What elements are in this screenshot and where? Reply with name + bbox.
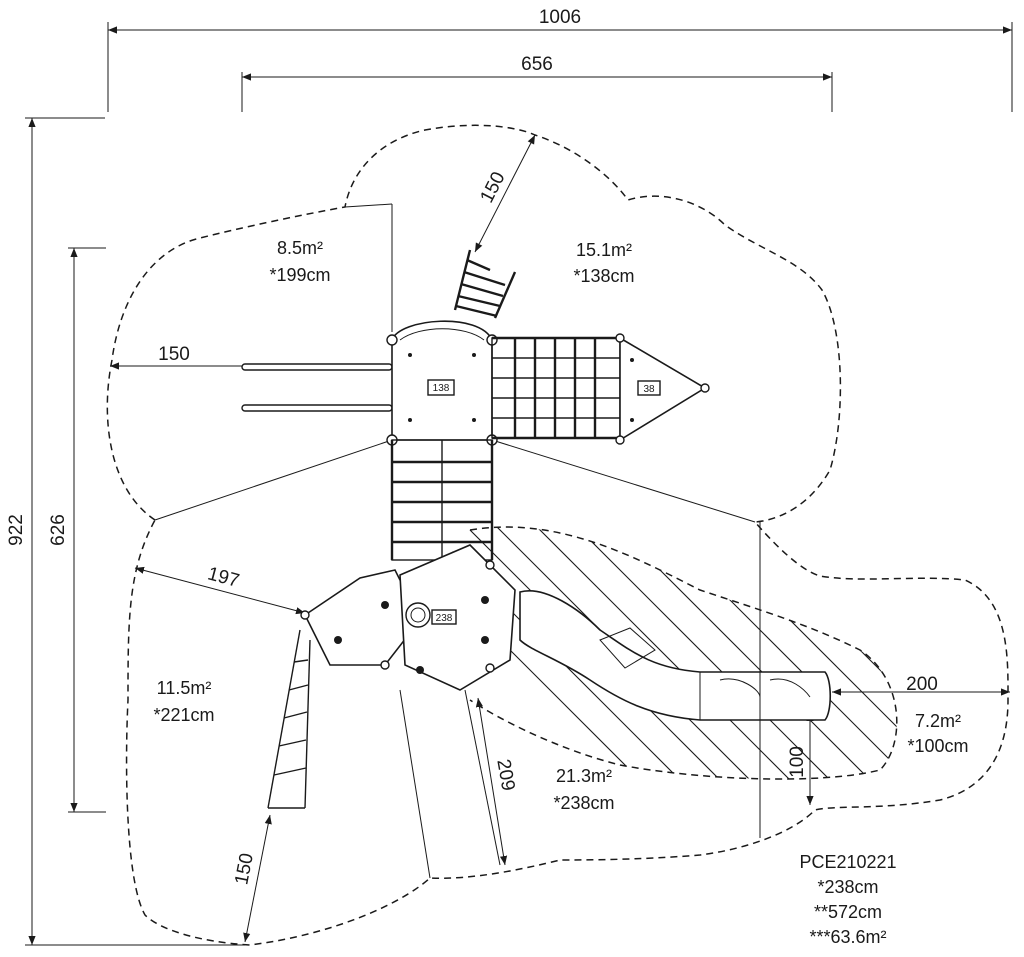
horizontal-ladder-bars [241,363,393,412]
dimension-overall-width [107,22,1013,112]
zone-slide-side-label: 209 [492,758,518,793]
zone-slide-below-label: 100 [787,746,808,778]
deck-lower-tag: 238 [436,613,453,624]
deck-main-tag: 138 [433,383,450,394]
tube-slide [519,590,832,721]
deck-triangle-tag: 38 [643,384,655,395]
dimension-zone-diagonal [134,566,306,615]
product-total-area: ***63.6m² [809,927,886,947]
triangle-deck: 38 [615,333,710,445]
dimension-structure-depth [68,247,106,813]
area-left-height: *221cm [153,705,214,725]
dimension-zone-bottom-left [243,814,272,943]
area-top-left-height: *199cm [269,265,330,285]
area-left-size: 11.5m² [157,678,212,698]
dimension-structure-width [241,72,833,112]
area-top-right-height: *138cm [573,266,634,286]
dimension-overall-depth [25,117,245,946]
safety-zone-outline [106,124,1009,946]
area-top-right-size: 15.1m² [576,240,632,260]
zone-slide-end-label: 200 [906,674,938,695]
structure-width-label: 656 [521,54,553,75]
structure-depth-label: 626 [48,514,69,546]
main-tower-deck: 138 [386,320,498,446]
product-max-height: **572cm [814,902,882,922]
product-code: PCE210221 [799,852,896,872]
area-slide-end-size: 7.2m² [915,711,961,731]
dimension-zone-slide-side [475,697,508,866]
area-top-left-size: 8.5m² [277,238,323,258]
climbing-ladder-lower [267,629,311,809]
area-slide-end-height: *100cm [907,736,968,756]
zone-top-label: 150 [477,169,510,207]
product-free-fall-height: *238cm [817,877,878,897]
area-center-height: *238cm [553,793,614,813]
overall-depth-label: 922 [6,514,27,546]
access-ladder-top [453,249,517,319]
dimension-zone-top [474,134,536,253]
lower-tower-right: 238 [399,544,516,691]
overall-width-label: 1006 [539,7,581,28]
zone-bottom-left-label: 150 [231,851,258,886]
area-center-size: 21.3m² [556,766,612,786]
rope-bridge-vertical [390,439,494,561]
rope-bridge-horizontal [491,336,621,440]
zone-left-label: 150 [158,344,190,365]
